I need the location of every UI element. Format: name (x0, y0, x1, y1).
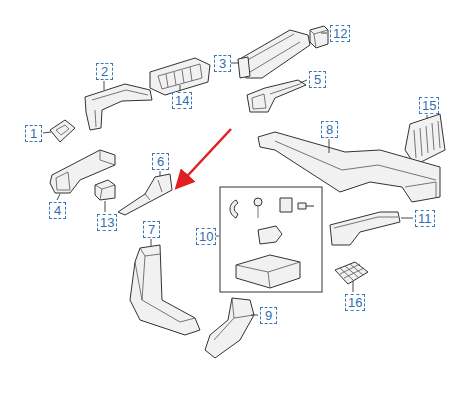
callout-number: 11 (415, 210, 435, 227)
pointer-arrow (178, 129, 231, 186)
callout-number: 9 (260, 307, 277, 324)
callout-number: 13 (97, 214, 117, 231)
callout-number: 7 (143, 221, 160, 238)
vent-housing-part (150, 58, 210, 95)
duct-part (118, 174, 172, 215)
floor-duct-part (130, 245, 200, 335)
rear-duct-part (205, 298, 254, 358)
vent-part (405, 114, 445, 165)
leader-lines (43, 33, 427, 315)
clip-part (50, 120, 75, 142)
callout-number: 14 (172, 92, 192, 109)
callout-number: 5 (309, 71, 326, 88)
duct-part (330, 212, 400, 245)
duct-part (247, 80, 306, 112)
duct-part (85, 84, 152, 130)
bracket-part (310, 26, 328, 48)
hardware-kit-frame (220, 187, 322, 292)
callout-number: 6 (152, 153, 169, 170)
callout-number: 10 (196, 228, 216, 245)
clip-part (95, 180, 115, 200)
callout-number: 3 (214, 55, 231, 72)
callout-number: 1 (25, 125, 42, 142)
callout-number: 2 (96, 63, 113, 80)
callout-number: 4 (49, 202, 66, 219)
pad-part (335, 262, 368, 284)
callout-number: 8 (321, 121, 338, 138)
callout-number: 12 (330, 25, 350, 42)
duct-part (238, 30, 310, 78)
callout-number: 15 (419, 97, 439, 114)
callout-number: 16 (345, 294, 365, 311)
